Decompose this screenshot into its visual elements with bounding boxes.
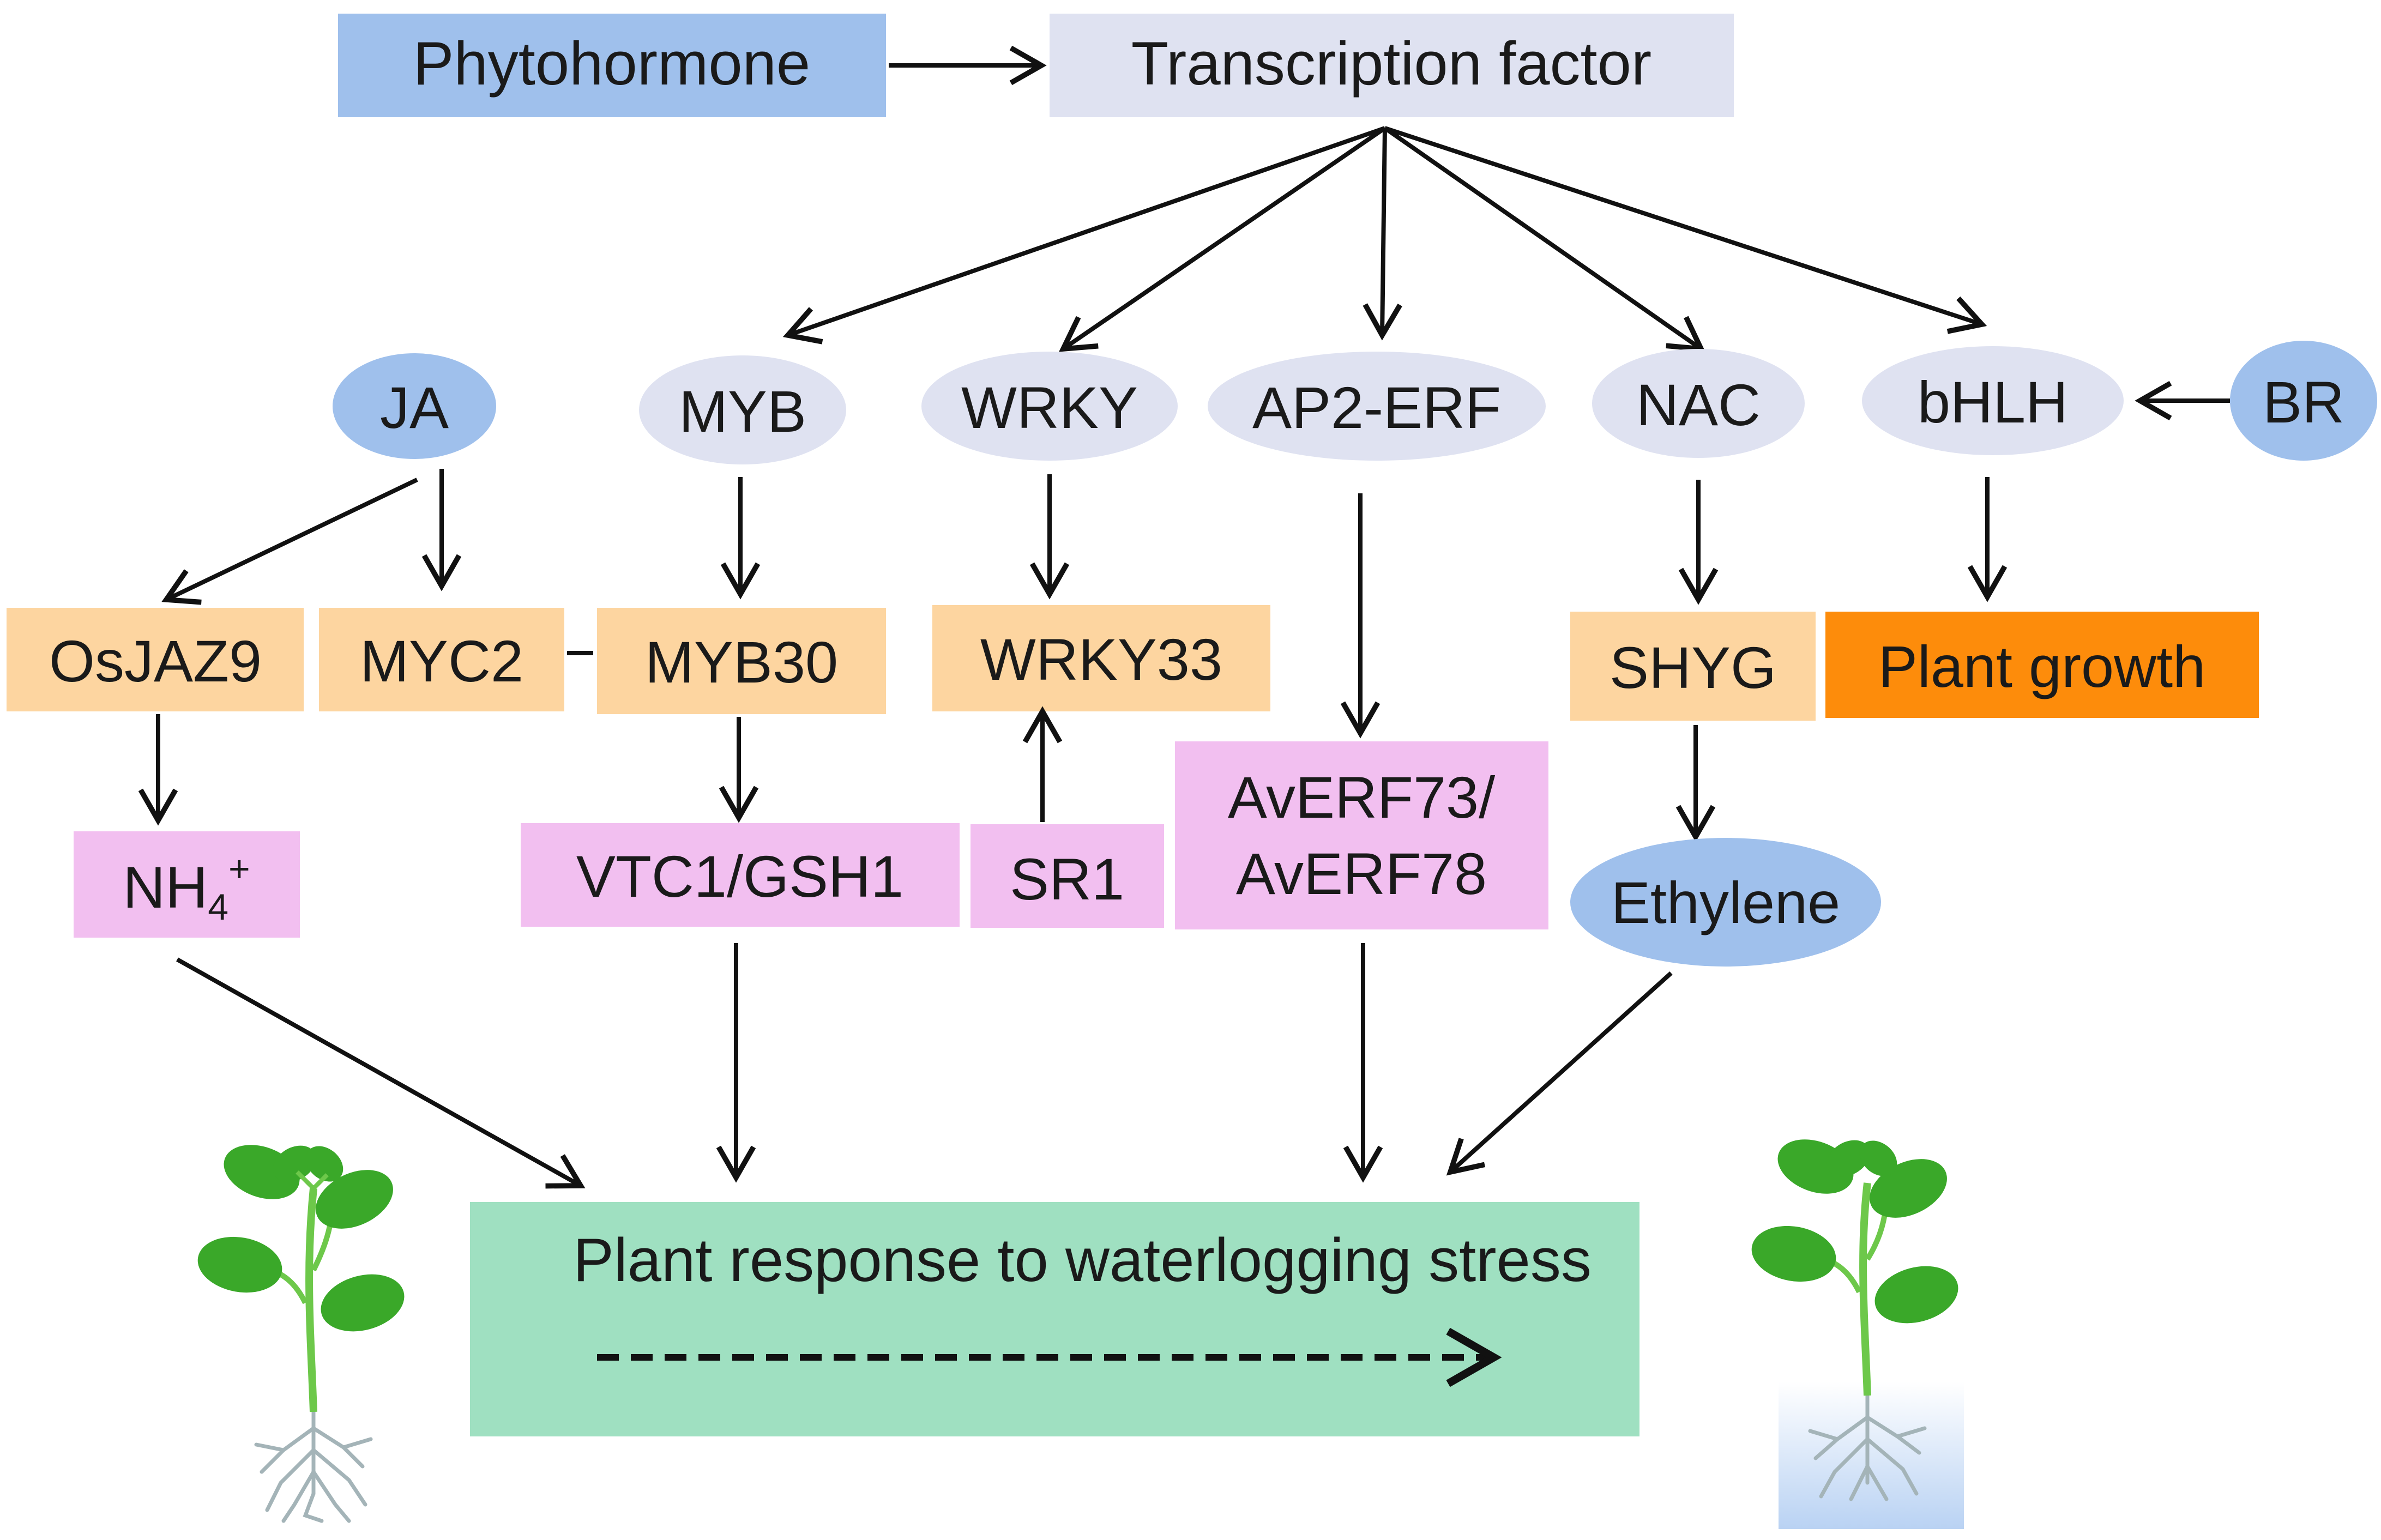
nh4-sup: + xyxy=(228,848,250,890)
bhlh-ellipse xyxy=(1862,346,2124,455)
nh4-base: NH xyxy=(123,854,208,920)
ap2-erf-ellipse xyxy=(1208,352,1546,461)
response-label: Plant response to waterlogging stress xyxy=(573,1226,1592,1294)
averf-line1: AvERF73/ xyxy=(1228,764,1495,830)
averf-box xyxy=(1175,741,1548,929)
myb-label: MYB xyxy=(679,378,806,444)
myc2-box xyxy=(319,608,564,711)
ja-label: JA xyxy=(380,375,449,440)
bhlh-label: bHLH xyxy=(1918,369,2068,435)
sr1-label: SR1 xyxy=(1010,846,1124,912)
myb30-label: MYB30 xyxy=(645,629,838,695)
ja-to-osjaz9-arrow xyxy=(161,478,418,605)
wrky-ellipse xyxy=(921,352,1178,461)
tf-fanout-arrows xyxy=(782,126,1987,352)
nac-ellipse xyxy=(1592,349,1805,458)
seedling-icon xyxy=(197,1145,405,1523)
plant-growth-box xyxy=(1825,612,2259,718)
shyg-box xyxy=(1570,612,1816,721)
osjaz9-label: OsJAZ9 xyxy=(49,628,262,694)
plant-growth-label: Plant growth xyxy=(1878,633,2205,699)
ethylene-ellipse xyxy=(1570,838,1881,967)
phytohormone-label: Phytohormone xyxy=(413,29,810,98)
myb30-box xyxy=(597,608,886,714)
ja-ellipse xyxy=(333,353,496,459)
nh4-label: NH4+ xyxy=(123,848,250,928)
nh4-sub: 4 xyxy=(208,886,228,928)
wrky-label: WRKY xyxy=(961,375,1138,440)
vtc1-gsh1-label: VTC1/GSH1 xyxy=(576,843,903,909)
ethylene-label: Ethylene xyxy=(1611,869,1840,935)
nh4-box xyxy=(74,831,300,938)
wrky33-label: WRKY33 xyxy=(980,626,1222,692)
shyg-label: SHYG xyxy=(1610,635,1776,700)
waterlogged-seedling-icon xyxy=(1751,1139,1964,1529)
phytohormone-box xyxy=(338,14,886,117)
ap2-erf-label: AP2-ERF xyxy=(1252,375,1501,440)
myb-ellipse xyxy=(639,355,846,464)
transcription-factor-label: Transcription factor xyxy=(1131,29,1651,98)
br-label: BR xyxy=(2263,369,2344,435)
nh4-to-response-arrow xyxy=(176,957,586,1189)
response-box xyxy=(470,1202,1639,1436)
ethylene-to-response-arrow xyxy=(1446,971,1673,1176)
transcription-factor-box xyxy=(1050,14,1734,117)
nac-label: NAC xyxy=(1636,372,1761,438)
myc2-label: MYC2 xyxy=(360,628,523,694)
averf-line2: AvERF78 xyxy=(1236,841,1487,907)
br-ellipse xyxy=(2230,341,2377,461)
wrky33-box xyxy=(932,605,1270,711)
vtc1-gsh1-box xyxy=(521,823,960,927)
sr1-box xyxy=(971,824,1164,928)
osjaz9-box xyxy=(7,608,304,711)
